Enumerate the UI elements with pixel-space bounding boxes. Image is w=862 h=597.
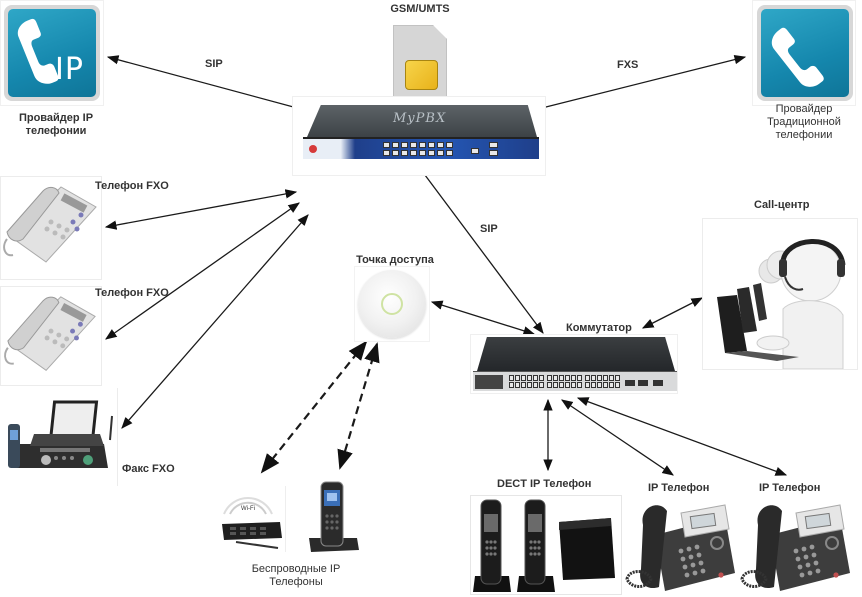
ip-phone-2-node[interactable]	[740, 495, 858, 595]
ip-provider-label-line1: Провайдер IP	[18, 112, 94, 124]
ip-desk-phone-icon	[625, 504, 735, 591]
desk-phone-icon	[3, 186, 97, 263]
pstn-provider-label: Провайдер Традиционной телефонии	[752, 103, 856, 142]
fax-label: Факс FXO	[122, 463, 175, 475]
phone-handset-icon: IP	[4, 5, 100, 101]
call-center-operators-icon	[717, 239, 846, 370]
pbx-logo-icon	[309, 145, 317, 153]
ap-led-ring	[381, 293, 403, 315]
link-ap-wireless-handset	[337, 342, 380, 470]
wireless-phones-label-line1: Беспроводные IP	[251, 563, 341, 575]
pbx-front-panel	[303, 137, 539, 159]
phone-handset-icon	[757, 5, 853, 101]
ip-provider-label-line2: телефонии	[25, 125, 87, 137]
switch-ports-group-1	[509, 375, 544, 388]
call-center-node[interactable]	[702, 218, 858, 370]
link-ap-wireless-laptop	[260, 340, 368, 474]
wireless-handset-node[interactable]	[305, 476, 363, 556]
ip-phone-2-label: IP Телефон	[759, 482, 821, 494]
pstn-provider-label-line3: телефонии	[775, 129, 833, 141]
wireless-phones-label: Беспроводные IP Телефоны	[226, 563, 366, 589]
link-pbx-fxo-phone-1	[104, 189, 298, 230]
pbx-node[interactable]: MyPBX	[292, 96, 546, 176]
switch-ports-group-3	[585, 375, 620, 388]
fxo-phone-1-label: Телефон FXO	[95, 180, 169, 192]
wifi-badge: Wi-Fi	[241, 506, 255, 512]
fxo-phone-1-node[interactable]	[0, 176, 102, 280]
fax-machine-icon	[8, 400, 113, 468]
switch-front-panel	[473, 371, 677, 391]
fxo-phone-2-label: Телефон FXO	[95, 287, 169, 299]
pstn-provider-node[interactable]	[752, 0, 856, 106]
ip-badge: IP	[55, 52, 84, 87]
pbx-device-icon	[307, 105, 537, 137]
link-switch-ip-phone-1	[561, 399, 674, 476]
wifi-phone-icon	[309, 481, 359, 552]
dect-phone-icon	[473, 499, 615, 592]
switch-ports-group-2	[547, 375, 582, 388]
access-point-label: Точка доступа	[356, 254, 434, 266]
ip-desk-phone-icon	[740, 504, 850, 591]
call-center-label: Call-центр	[754, 199, 810, 211]
link-pbx-switch	[415, 162, 544, 334]
ip-provider-node[interactable]: IP	[0, 0, 104, 106]
switch-console-panel	[475, 375, 503, 389]
pbx-wan-port	[471, 148, 479, 154]
ip-phone-1-label: IP Телефон	[648, 482, 710, 494]
ip-provider-label: Провайдер IP телефонии	[8, 112, 104, 138]
pbx-lan-port-2	[489, 150, 498, 156]
pstn-provider-label-line2: Традиционной	[767, 116, 841, 128]
switch-node[interactable]	[470, 334, 678, 394]
pbx-lan-port-1	[489, 142, 498, 148]
wifi-phone-icon: Wi-Fi	[222, 497, 282, 549]
sim-card-icon[interactable]	[393, 25, 447, 103]
desk-phone-icon	[4, 296, 96, 371]
switch-sfp-3	[653, 380, 663, 386]
link-pbx-fxo-phone-2	[105, 202, 300, 340]
link-label-sip-provider: SIP	[205, 58, 223, 70]
switch-sfp-2	[638, 380, 648, 386]
fxo-phone-2-node[interactable]	[0, 286, 102, 386]
fax-node[interactable]	[0, 388, 118, 486]
link-label-sip-switch: SIP	[480, 223, 498, 235]
dect-phone-node[interactable]	[470, 495, 622, 595]
pbx-brand: MyPBX	[393, 111, 447, 126]
access-point-node[interactable]	[354, 266, 430, 342]
wireless-phones-label-line2: Телефоны	[269, 576, 323, 588]
wifi-access-point-icon	[358, 270, 426, 338]
pbx-ports	[383, 142, 453, 156]
dect-phone-label: DECT IP Телефон	[497, 478, 592, 490]
sim-chip	[405, 60, 438, 90]
wireless-laptop-node[interactable]: Wi-Fi	[216, 486, 286, 552]
link-pbx-fax	[121, 214, 309, 429]
network-switch-icon	[477, 337, 675, 371]
switch-label: Коммутатор	[566, 322, 632, 334]
ip-phone-1-node[interactable]	[625, 495, 741, 595]
link-switch-ip-phone-2	[576, 397, 788, 476]
pstn-provider-label-line1: Провайдер	[775, 103, 833, 115]
link-label-fxs: FXS	[617, 59, 639, 71]
gsm-label: GSM/UMTS	[390, 3, 450, 15]
switch-sfp-1	[625, 380, 635, 386]
link-switch-call-center	[641, 297, 704, 329]
link-switch-access-point	[430, 300, 536, 336]
